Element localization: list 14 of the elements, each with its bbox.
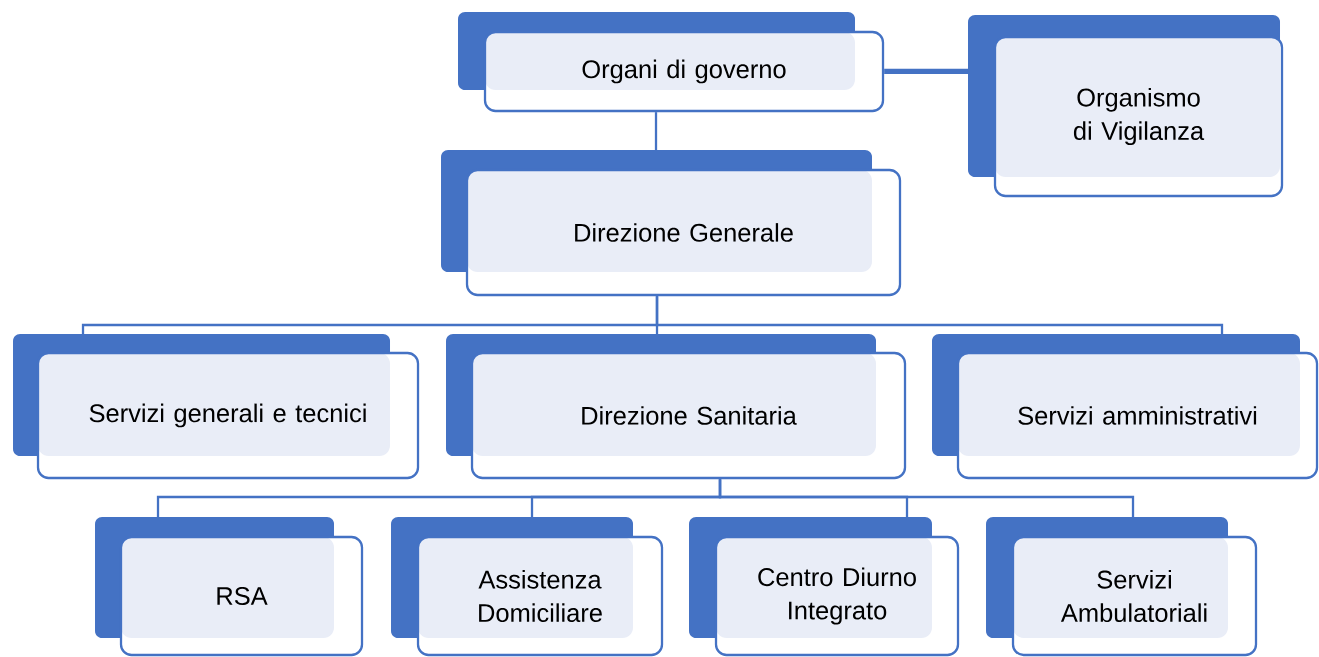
org-box: Servizi Ambulatoriali — [986, 517, 1258, 657]
org-box: Servizi amministrativi — [932, 334, 1319, 480]
connector-line — [654, 112, 658, 150]
org-box: Assistenza Domiciliare — [391, 517, 664, 657]
connector-line — [718, 479, 1135, 517]
org-box: Direzione Sanitaria — [446, 334, 907, 480]
connector-line — [884, 68, 968, 75]
org-box: Direzione Generale — [441, 150, 902, 297]
connector-line — [655, 296, 1224, 334]
org-box: Organismo di Vigilanza — [968, 15, 1284, 198]
org-box: RSA — [95, 517, 364, 657]
org-box: Organi di governo — [458, 12, 885, 113]
org-box: Servizi generali e tecnici — [13, 334, 420, 480]
org-box: Centro Diurno Integrato — [689, 517, 960, 657]
